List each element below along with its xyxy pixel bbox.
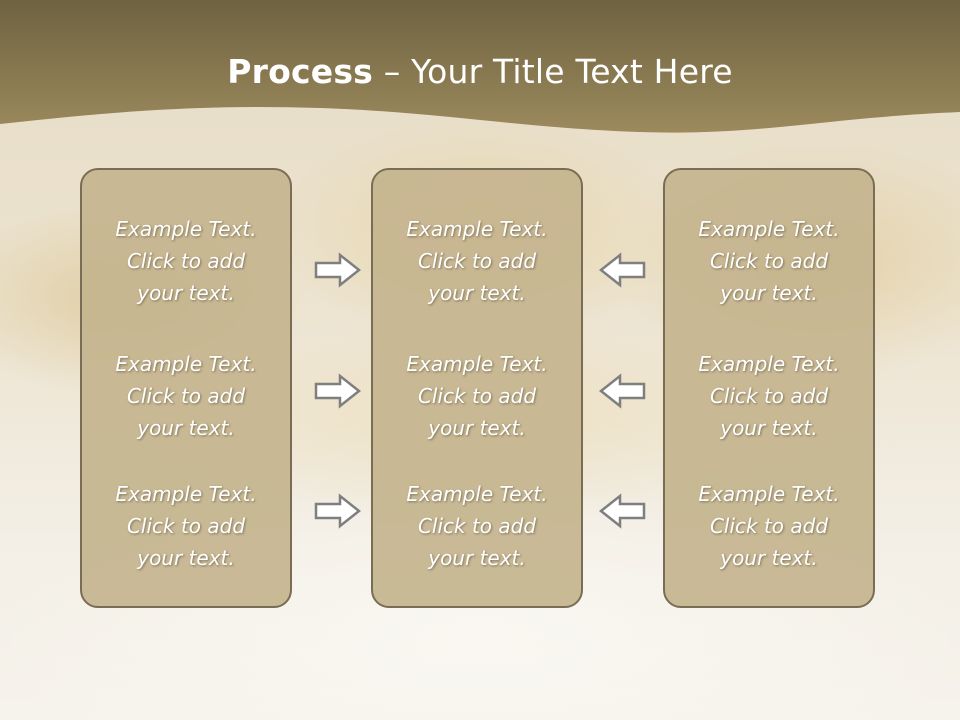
left-arrow-icon (598, 373, 646, 409)
panel-text[interactable]: Example Text. Click to add your text. (115, 352, 257, 440)
title-bold: Process (227, 52, 374, 91)
panel-text[interactable]: Example Text. Click to add your text. (406, 217, 548, 305)
panel-text[interactable]: Example Text. Click to add your text. (698, 482, 840, 570)
process-panel-left[interactable]: Example Text. Click to add your text. Ex… (80, 168, 292, 608)
panel-text[interactable]: Example Text. Click to add your text. (115, 482, 257, 570)
left-arrow-icon (598, 252, 646, 288)
panel-text[interactable]: Example Text. Click to add your text. (406, 352, 548, 440)
title-rest: – Your Title Text Here (373, 52, 733, 91)
right-arrow-icon (314, 493, 362, 529)
panel-text[interactable]: Example Text. Click to add your text. (406, 482, 548, 570)
header-band (0, 0, 960, 133)
process-panel-right[interactable]: Example Text. Click to add your text. Ex… (663, 168, 875, 608)
panel-text[interactable]: Example Text. Click to add your text. (698, 352, 840, 440)
slide-title[interactable]: Process – Your Title Text Here (0, 52, 960, 91)
process-panel-center[interactable]: Example Text. Click to add your text. Ex… (371, 168, 583, 608)
panel-text[interactable]: Example Text. Click to add your text. (115, 217, 257, 305)
panel-text[interactable]: Example Text. Click to add your text. (698, 217, 840, 305)
left-arrow-icon (598, 493, 646, 529)
right-arrow-icon (314, 252, 362, 288)
right-arrow-icon (314, 373, 362, 409)
